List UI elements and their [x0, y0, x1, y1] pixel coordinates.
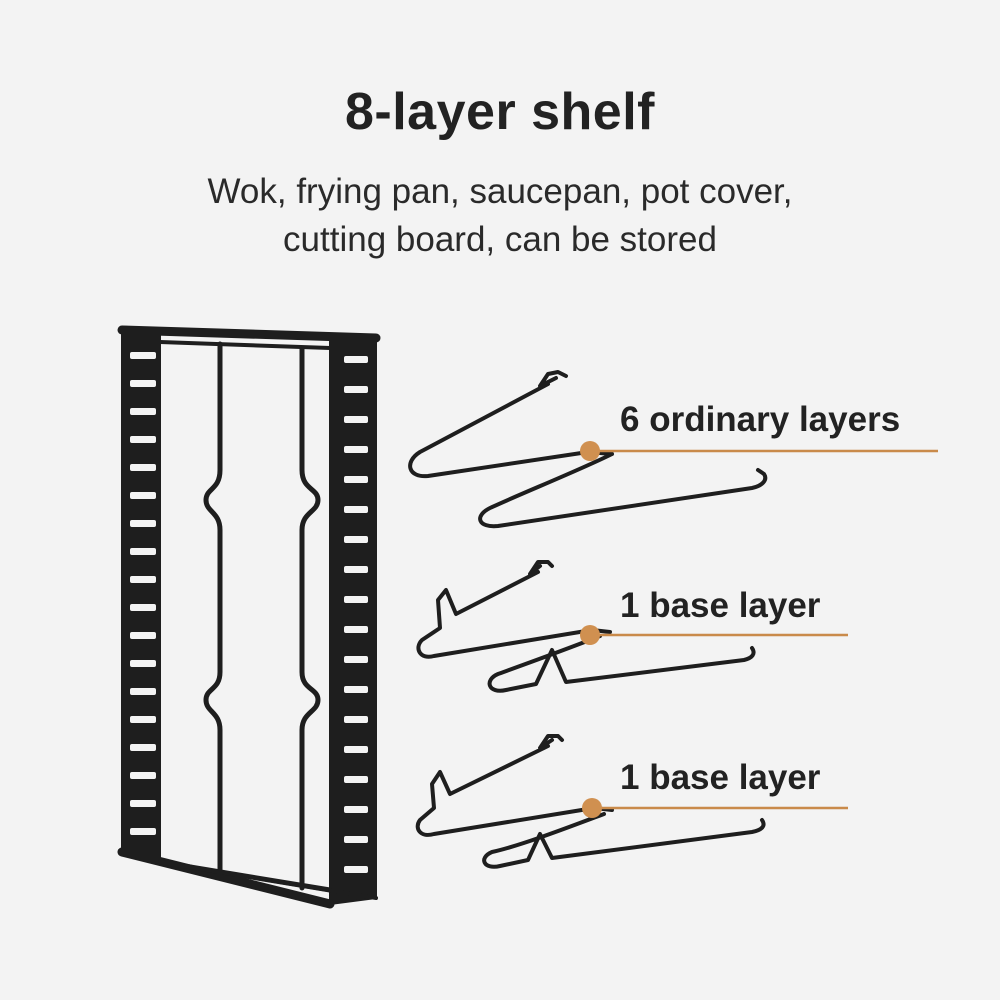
subtitle-line-2: cutting board, can be stored	[283, 220, 717, 259]
base-layer-wire-1	[416, 560, 756, 693]
bottom-bar	[117, 847, 335, 909]
page-title: 8-layer shelf	[345, 83, 655, 141]
callout-dot-2	[580, 625, 600, 645]
callout-label-base-layer-1: 1 base layer	[620, 586, 821, 625]
top-bar-inner	[158, 340, 332, 350]
top-bar	[117, 325, 381, 343]
bottom-bar-back	[158, 860, 378, 900]
callout-label-ordinary-layers: 6 ordinary layers	[620, 400, 901, 439]
callout-markers	[580, 441, 938, 818]
callout-dot-3	[582, 798, 602, 818]
subtitle-line-1: Wok, frying pan, saucepan, pot cover,	[207, 172, 793, 211]
left-slots	[130, 352, 156, 835]
inner-wire-left	[203, 341, 223, 879]
callout-label-base-layer-2: 1 base layer	[620, 758, 821, 797]
callout-dot-1	[580, 441, 600, 461]
inner-wire-right	[299, 345, 321, 891]
base-layer-wire-2	[415, 734, 766, 869]
page-subtitle: Wok, frying pan, saucepan, pot cover, cu…	[0, 168, 1000, 264]
ordinary-layer-wire	[408, 370, 768, 529]
right-slots	[344, 356, 368, 873]
rack-frame	[117, 325, 381, 909]
